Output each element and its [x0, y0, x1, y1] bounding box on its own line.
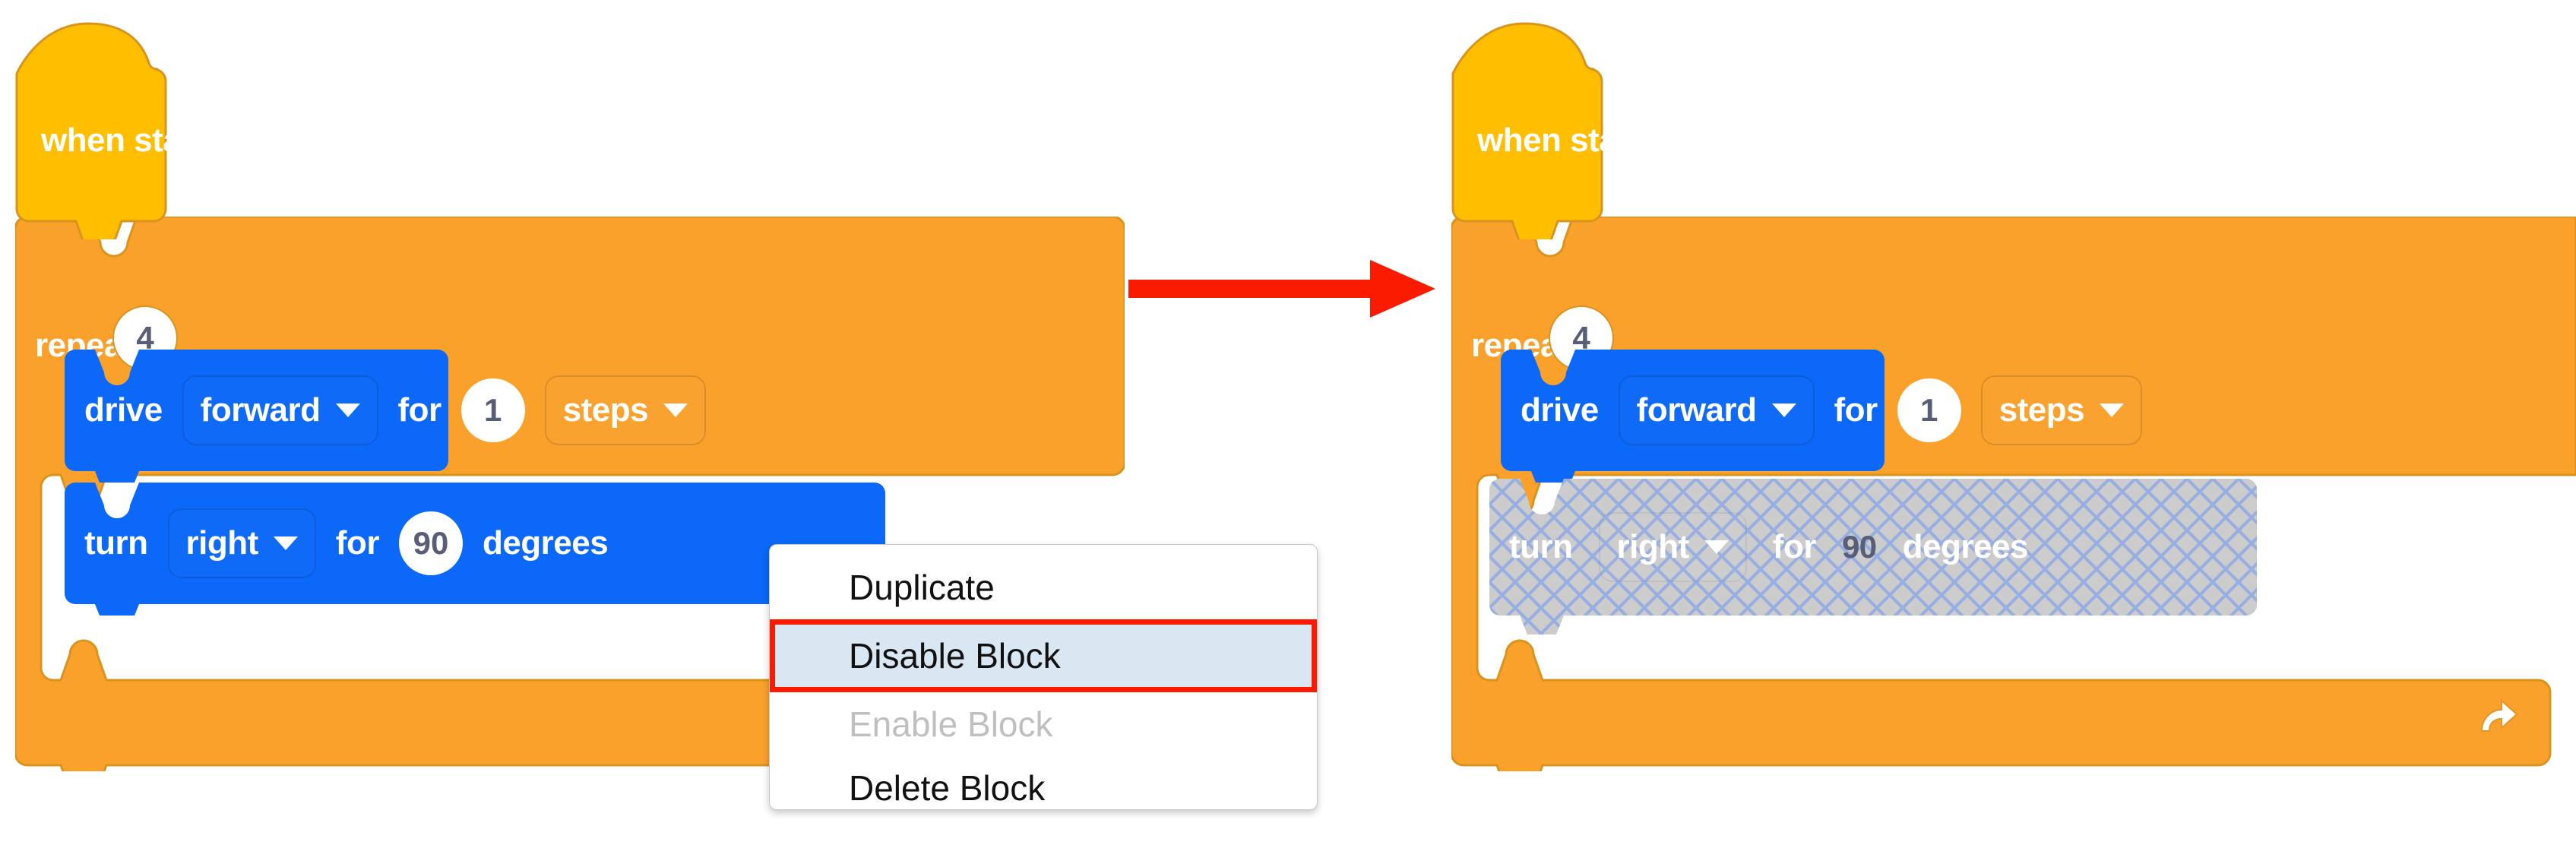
turn-amount-input[interactable]: 90 [398, 511, 463, 575]
drive-connector-label: for [397, 391, 442, 429]
drive-direction-dropdown[interactable]: forward [182, 375, 378, 445]
chevron-down-icon [335, 404, 360, 417]
menu-item-disable-block[interactable]: Disable Block [770, 619, 1317, 692]
chevron-down-icon [273, 536, 298, 550]
chevron-down-icon [1771, 404, 1796, 417]
turn-verb-label: turn [1509, 528, 1573, 565]
turn-units-label: degrees [1902, 528, 2029, 565]
when-started-hat-block-after[interactable]: when started [1451, 19, 1679, 239]
turn-connector-label: for [335, 524, 380, 562]
drive-verb-label: drive [1521, 391, 1599, 429]
drive-units-dropdown[interactable]: steps [544, 375, 707, 445]
when-started-label: when started [1477, 122, 1679, 159]
turn-block-after-disabled[interactable]: turn right for 90 degrees [1489, 479, 2257, 635]
turn-direction-value: right [1616, 528, 1690, 565]
turn-direction-dropdown[interactable]: right [1598, 512, 1747, 582]
menu-item-delete-block[interactable]: Delete Block [849, 768, 1046, 808]
turn-direction-dropdown[interactable]: right [167, 508, 316, 578]
drive-block-after[interactable]: drive forward for 1 steps [1501, 350, 2143, 483]
turn-amount-input[interactable]: 90 [1841, 529, 1877, 565]
drive-amount-input[interactable]: 1 [1897, 378, 1961, 442]
loop-arrow-icon [2474, 692, 2521, 739]
menu-item-duplicate[interactable]: Duplicate [849, 568, 995, 607]
transition-arrow [1128, 258, 1436, 323]
drive-units-value: steps [1998, 391, 2085, 429]
drive-units-value: steps [562, 391, 649, 429]
turn-block-before[interactable]: turn right for 90 degrees [65, 483, 885, 616]
drive-direction-dropdown[interactable]: forward [1618, 375, 1815, 445]
when-started-label: when started [41, 122, 243, 159]
turn-units-label: degrees [482, 524, 609, 562]
drive-amount-input[interactable]: 1 [460, 378, 525, 442]
turn-verb-label: turn [84, 524, 148, 562]
when-started-hat-block-before[interactable]: when started [15, 19, 243, 239]
turn-direction-value: right [185, 524, 259, 562]
chevron-down-icon [663, 404, 688, 417]
drive-units-dropdown[interactable]: steps [1980, 375, 2143, 445]
chevron-down-icon [2100, 404, 2125, 417]
turn-connector-label: for [1772, 528, 1817, 565]
drive-direction-value: forward [1636, 391, 1757, 429]
menu-item-enable-block: Enable Block [849, 704, 1053, 744]
drive-verb-label: drive [84, 391, 163, 429]
chevron-down-icon [1704, 540, 1729, 554]
drive-direction-value: forward [200, 391, 321, 429]
block-context-menu[interactable]: Duplicate Disable Block Enable Block Del… [769, 544, 1318, 810]
drive-connector-label: for [1834, 391, 1878, 429]
drive-block-before[interactable]: drive forward for 1 steps [65, 350, 707, 483]
